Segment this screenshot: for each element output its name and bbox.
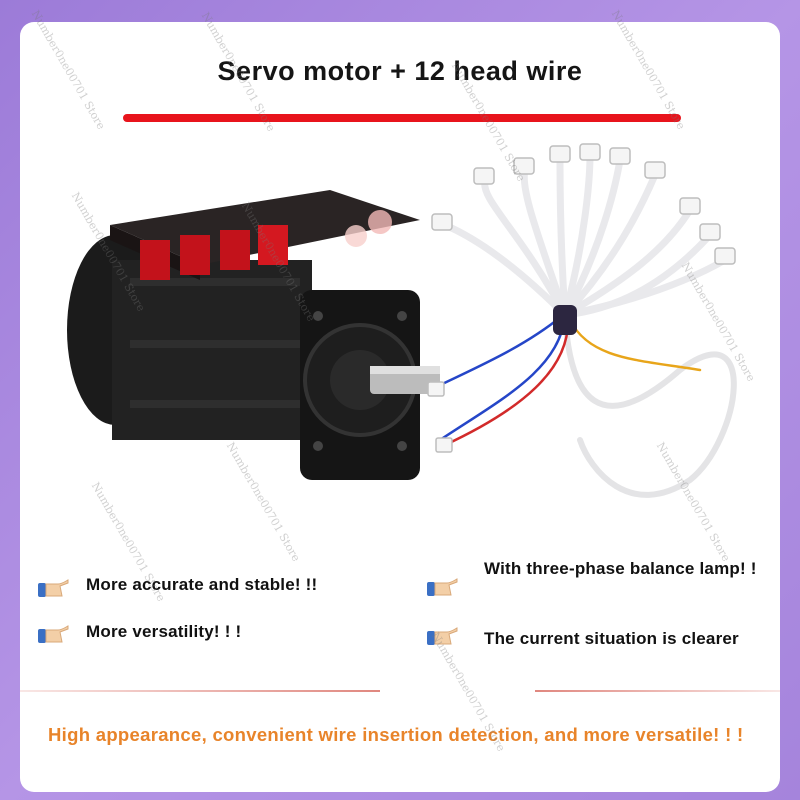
feature-versatility: More versatility! ! ! [86,622,242,641]
servo-motor [67,235,440,480]
bottom-tagline: High appearance, convenient wire inserti… [48,724,744,745]
divider-left [20,690,380,692]
feature-balance-lamp: With three-phase balance lamp! ! [484,559,757,578]
pointing-hand-icon [427,627,458,645]
pointing-hand-icon [38,579,69,597]
page-title: Servo motor + 12 head wire [217,56,583,86]
pointing-hand-icon [38,625,69,643]
wire-connectors [427,143,736,453]
pointing-hand-icon [427,578,458,596]
feature-accurate-stable: More accurate and stable! !! [86,575,318,594]
wire-harness [428,151,737,498]
title-underline [123,114,681,122]
feature-situation-clearer: The current situation is clearer [484,629,739,648]
terminal-board [110,190,420,280]
product-photo [67,143,737,498]
divider-right [535,690,780,692]
